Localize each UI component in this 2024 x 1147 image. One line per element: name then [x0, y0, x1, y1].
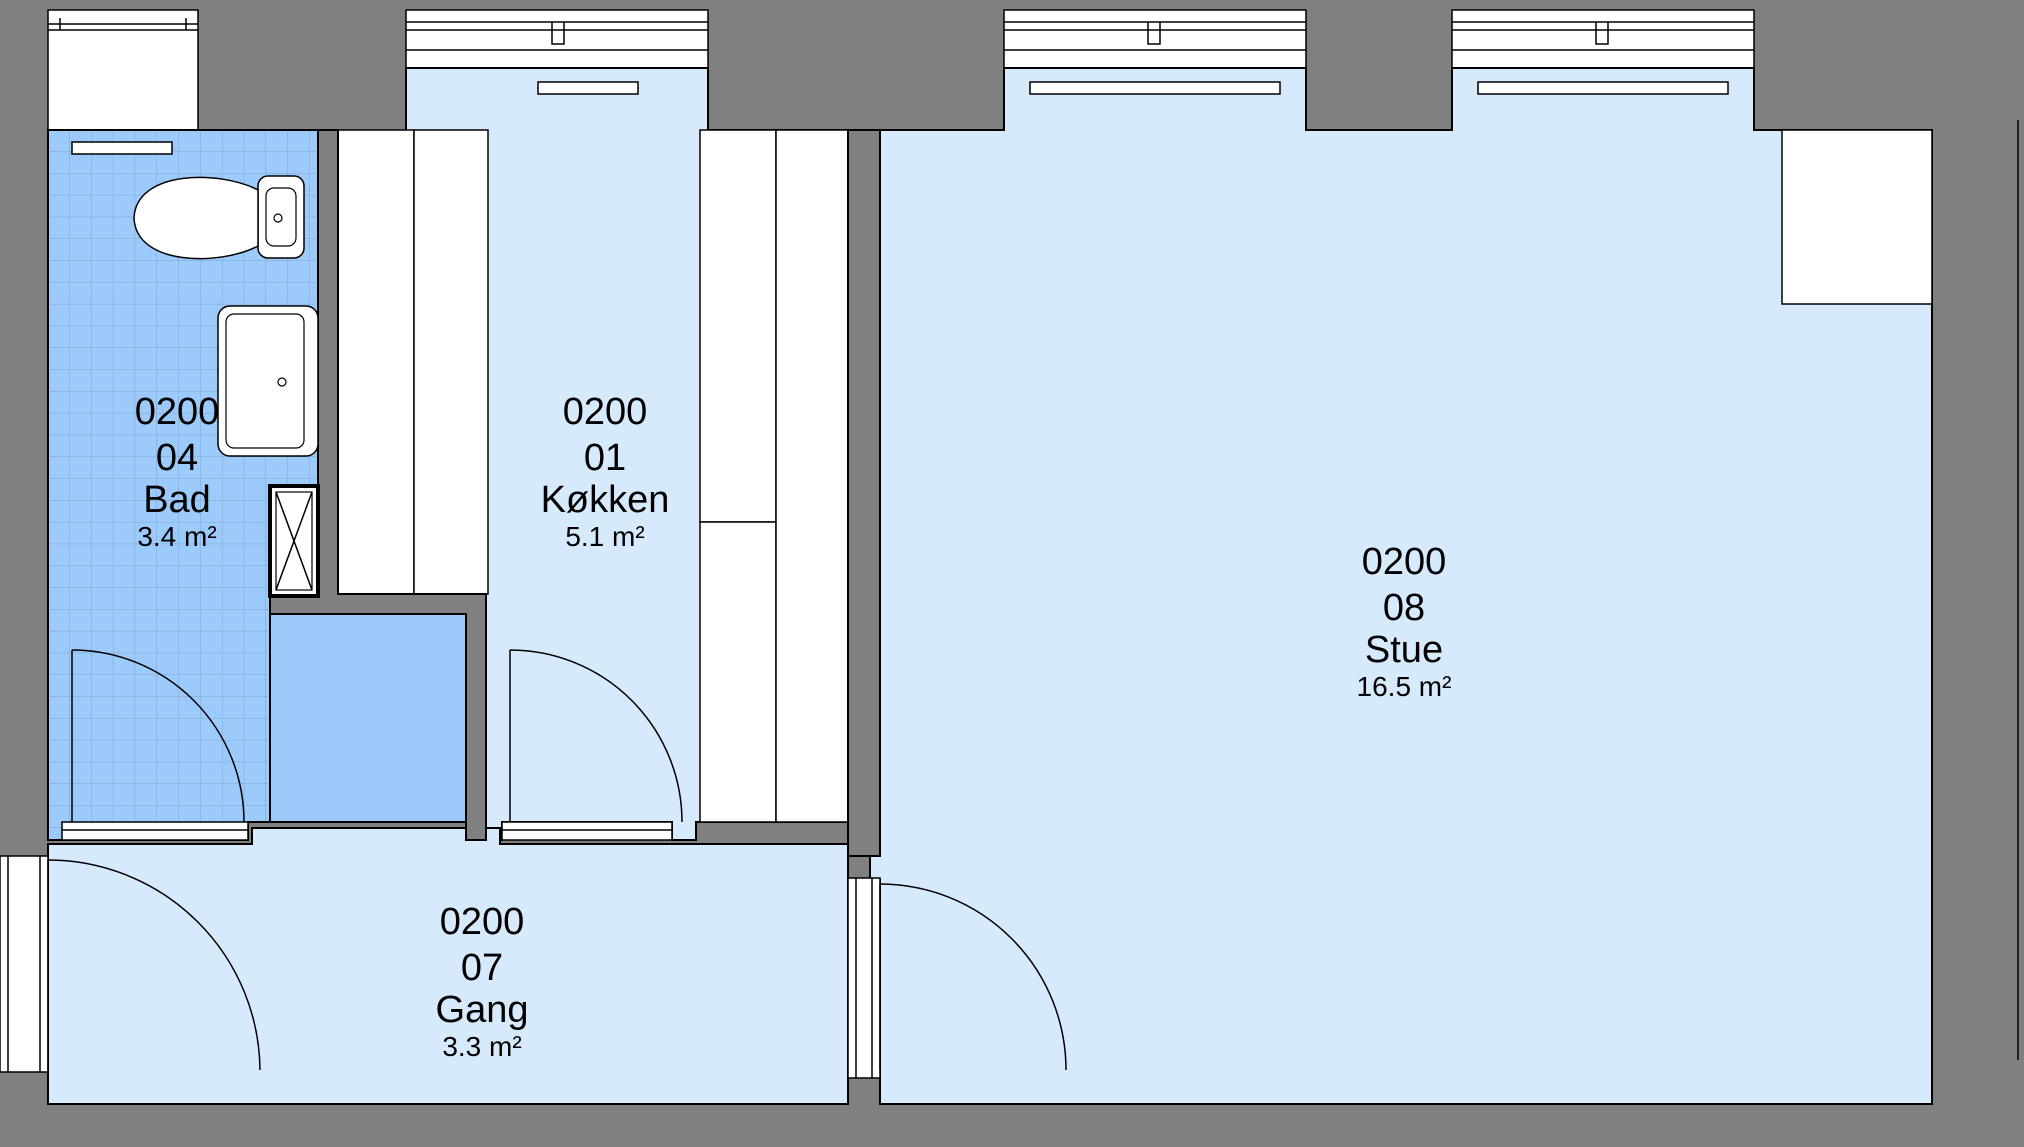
room-code: 04: [156, 437, 198, 479]
room-code: 08: [1383, 587, 1425, 629]
room-label-bad: 0200 04 Bad 3.4 m²: [135, 391, 220, 552]
room-area: 3.4 m²: [137, 521, 216, 552]
radiators: [71, 81, 1729, 155]
room-name: Køkken: [541, 479, 670, 521]
room-number: 0200: [563, 391, 648, 433]
room-name: Bad: [143, 479, 211, 521]
door-swing-gang: [47, 859, 261, 1071]
room-code: 07: [461, 947, 503, 989]
shaft-icon: [268, 484, 320, 598]
door-frame-left: [0, 855, 49, 1073]
door-swing-kokken: [509, 649, 683, 823]
door-swing-bad: [71, 649, 245, 823]
sink-icon: [217, 305, 319, 457]
room-name: Stue: [1365, 629, 1443, 671]
room-stue: [869, 67, 1933, 1105]
shower-area: [269, 613, 467, 823]
room-label-kokken: 0200 01 Køkken 5.1 m²: [541, 391, 670, 552]
room-number: 0200: [440, 901, 525, 943]
room-number: 0200: [1362, 541, 1447, 583]
room-area: 3.3 m²: [442, 1031, 521, 1062]
wall-kokken-stue: [847, 129, 881, 857]
wardrobe: [1781, 129, 1933, 305]
window-strip-top: [47, 9, 1755, 131]
room-label-stue: 0200 08 Stue 16.5 m²: [1357, 541, 1452, 702]
room-area: 16.5 m²: [1357, 671, 1452, 702]
room-number: 0200: [135, 391, 220, 433]
room-name: Gang: [436, 989, 529, 1031]
door-sills: [61, 821, 881, 1079]
room-label-gang: 0200 07 Gang 3.3 m²: [436, 901, 529, 1062]
kitchen-cabinets-left: [337, 129, 489, 595]
kitchen-cabinets-right: [699, 129, 849, 823]
room-gang: [47, 827, 849, 1105]
room-code: 01: [584, 437, 626, 479]
room-area: 5.1 m²: [565, 521, 644, 552]
door-swing-stue: [879, 883, 1067, 1071]
toilet-icon: [133, 175, 305, 260]
